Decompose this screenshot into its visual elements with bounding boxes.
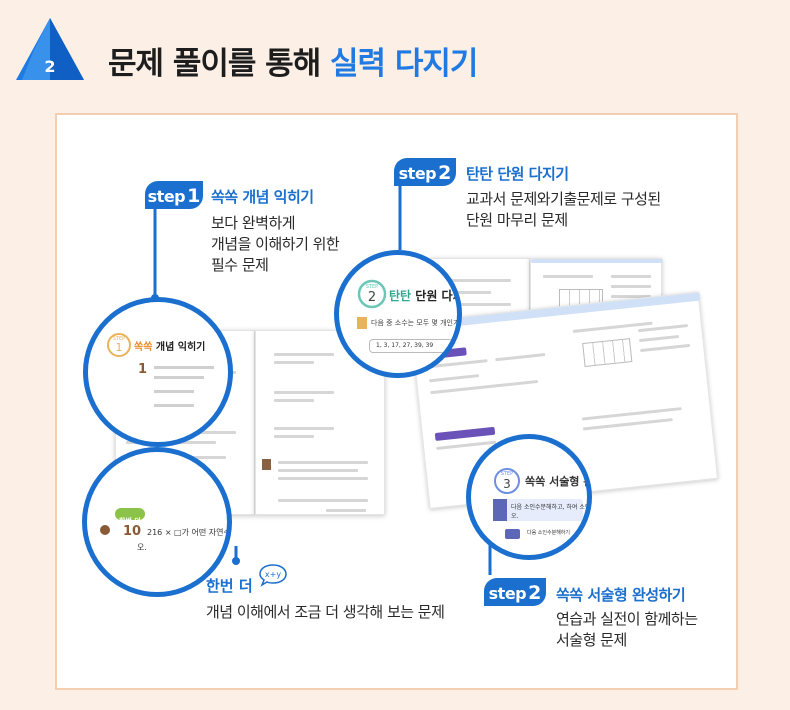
step2-desc: 교과서 문제와기출문제로 구성된 단원 마무리 문제 <box>466 189 661 231</box>
mini-step-word: STEP <box>366 284 378 290</box>
step-writing-desc-line: 서술형 문제 <box>556 631 627 649</box>
step1-desc-line: 보다 완벽하게 <box>211 214 296 232</box>
writing-sub-text: 다음 소인수분해하기 <box>527 530 570 536</box>
step1-number: 1 <box>187 185 201 207</box>
step-writing-desc-line: 연습과 실전이 함께하는 <box>556 610 698 628</box>
mini-step-num: 3 <box>503 477 511 491</box>
plus-tag: 한번 더 <box>115 508 145 525</box>
page-title-accent: 실력 다지기 <box>330 46 478 82</box>
mini-step-word: STEP <box>501 471 513 477</box>
plus-tag-text: 한번 더 <box>119 517 141 525</box>
writing-line1: 다음 소인수분해하고, 하여 소인 <box>511 504 591 511</box>
plus-problem-text: 216 × □가 어떤 자연수 <box>147 528 231 537</box>
mini-step-word: STEP <box>113 336 125 342</box>
step1-mini-badge-icon: STEP 1 <box>107 333 131 357</box>
zoom-circle-plus: 한번 더 10 216 × □가 어떤 자연수 오. <box>82 447 232 597</box>
writing-tag-label <box>493 499 507 521</box>
step1-desc-line: 개념을 이해하기 위한 <box>211 235 340 253</box>
writing-line2: 오. <box>511 513 519 520</box>
step2-mini-badge-icon: STEP 2 <box>357 279 387 309</box>
step-writing-word: step <box>488 584 527 603</box>
step-writing-desc: 연습과 실전이 함께하는 서술형 문제 <box>556 609 698 651</box>
extra-desc: 개념 이해에서 조금 더 생각해 보는 문제 <box>206 603 445 621</box>
zoom-circle-unit: STEP 2 탄탄 단원 다지기 다음 중 소수는 모두 몇 개인가? 1, 3… <box>334 250 462 378</box>
step1-title: 쏙쏙 개념 익히기 <box>211 188 314 206</box>
step2-desc-line: 교과서 문제와기출문제로 구성된 <box>466 190 661 208</box>
step-writing-title: 쏙쏙 서술형 완성하기 <box>556 586 686 604</box>
step-writing-number: 2 <box>528 582 542 604</box>
mini-step-num: 2 <box>368 290 376 305</box>
speech-bubble-xy-icon: x+y <box>259 564 287 587</box>
page-title: 문제 풀이를 통해 실력 다지기 <box>108 38 478 83</box>
writing-label: 쏙쏙 서술형 완 <box>525 475 592 488</box>
plus-problem-text2: 오. <box>137 543 147 552</box>
extra-title: 한번 더 <box>206 577 253 595</box>
step1-desc: 보다 완벽하게 개념을 이해하기 위한 필수 문제 <box>211 213 340 276</box>
plus-point-icon <box>100 525 110 535</box>
unit-label-text: 단원 다지기 <box>415 289 457 303</box>
step1-desc-line: 필수 문제 <box>211 256 269 274</box>
concept-label: 쏙쏙 개념 익히기 <box>134 338 205 353</box>
zoom-circle-concept: STEP 1 쏙쏙 개념 익히기 1 <box>83 297 233 447</box>
unit-question: 다음 중 소수는 모두 몇 개인가? <box>371 319 462 327</box>
concept-label-accent: 쏙쏙 <box>134 342 153 353</box>
section-badge-triangle-icon: 2 <box>16 18 84 80</box>
concept-label-text: 개념 익히기 <box>155 342 206 353</box>
page-title-prefix: 문제 풀이를 통해 <box>108 46 321 82</box>
step1-word: step <box>147 187 186 206</box>
unit-number-box: 1, 3, 17, 27, 39, 39 <box>369 339 453 353</box>
writing-sub-tag: 풀이 <box>505 529 521 546</box>
section-number: 2 <box>44 57 55 76</box>
step3-mini-badge-icon: STEP 3 <box>494 468 520 494</box>
unit-numbers: 1, 3, 17, 27, 39, 39 <box>376 342 434 349</box>
mini-step-num: 1 <box>116 341 123 354</box>
zoom-circle-writing: STEP 3 쏙쏙 서술형 완 다음 소인수분해하고, 하여 소인 오. 풀이 … <box>466 434 592 560</box>
writing-sub-tag-text: 풀이 <box>508 540 518 546</box>
concept-problem-number: 1 <box>138 362 148 377</box>
step2-desc-line: 단원 마무리 문제 <box>466 211 568 229</box>
plus-problem-number: 10 <box>123 524 142 539</box>
question-marker <box>357 317 367 329</box>
step2-word: step <box>398 164 437 183</box>
writing-tag: 다음 소인수분해하고, 하여 소인 오. <box>493 499 587 521</box>
bubble-text: x+y <box>265 570 281 579</box>
unit-label-accent: 탄탄 <box>389 289 412 303</box>
unit-label: 탄탄 단원 다지기 <box>389 287 457 304</box>
step2-title: 탄탄 단원 다지기 <box>466 165 569 183</box>
step2-number: 2 <box>438 162 452 184</box>
